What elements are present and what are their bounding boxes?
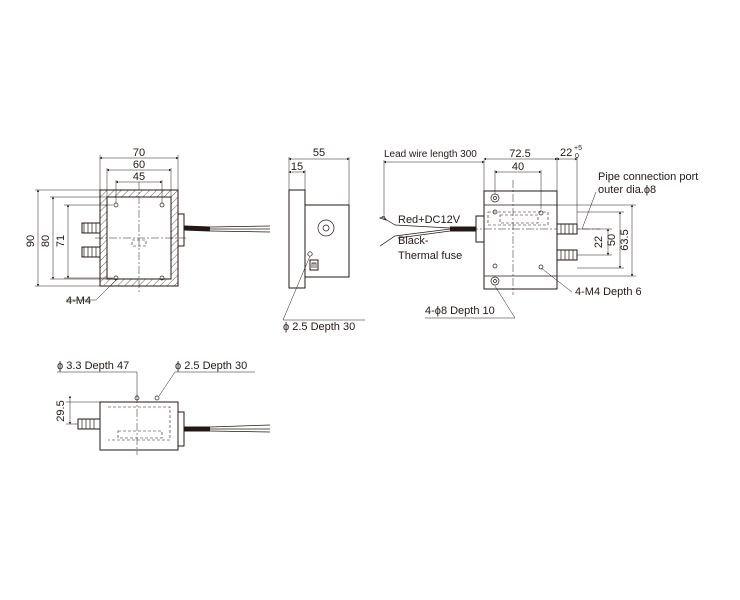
front-cable-gland	[177, 213, 185, 247]
front-pipe-port-top	[81, 222, 101, 234]
side-port-outer	[317, 219, 335, 237]
side-hole-label: ϕ 2.5 Depth 30	[283, 321, 355, 333]
front-dim-60: 60	[133, 159, 145, 171]
bottom-cable-gland	[177, 411, 185, 447]
bottom-view: ϕ 3.3 Depth 47 ϕ 2.5 Depth 30 29.5	[55, 360, 271, 455]
back-dim-40: 40	[512, 161, 524, 173]
front-dim-90: 90	[25, 235, 37, 247]
bottom-dim-29-5: 29.5	[55, 400, 67, 421]
front-view: 70 60 45 90 80 71 4-M4	[25, 147, 271, 307]
front-holes-label: 4-M4	[66, 295, 91, 307]
bottom-housing	[99, 401, 179, 451]
back-lead-wires	[379, 216, 451, 247]
front-cable-jacket	[183, 225, 211, 232]
back-bore-label: 4-ϕ8 Depth 10	[425, 305, 495, 317]
side-dim-15: 15	[291, 161, 303, 173]
front-dim-70: 70	[133, 147, 145, 159]
back-hole-tr	[538, 210, 544, 216]
front-pipe-port-bottom	[81, 246, 101, 258]
back-dim-22-tol-lower: 0	[575, 153, 579, 160]
bottom-hole-2	[154, 395, 160, 401]
back-dim-h-63-5: 63.5	[619, 229, 631, 250]
side-dim-55: 55	[313, 147, 325, 159]
bottom-hole-2-label: ϕ 2.5 Depth 30	[175, 360, 247, 372]
back-dim-22-tol-upper: +5	[574, 145, 582, 152]
back-pipe-port-bottom	[556, 249, 578, 261]
bottom-pipe-port	[77, 418, 101, 430]
front-dim-71: 71	[55, 235, 67, 247]
back-hole-br	[538, 264, 544, 270]
lead-wire-length-label: Lead wire length 300	[384, 149, 477, 160]
wire-red-label: Red+DC12V	[398, 214, 461, 226]
side-view: 55 15 ϕ 2.5 Depth 30	[282, 147, 365, 333]
back-view: Lead wire length 300 72.5 40 22 +5 0 Pip…	[379, 145, 698, 319]
back-holes-label: 4-M4 Depth 6	[575, 286, 642, 298]
back-dim-h-50: 50	[606, 234, 618, 246]
side-port-inner	[322, 224, 330, 232]
front-dim-80: 80	[40, 235, 52, 247]
thermal-fuse-label: Thermal fuse	[398, 250, 462, 262]
back-pipe-port-top	[556, 223, 578, 235]
back-dim-22: 22	[560, 147, 572, 159]
front-lead-wires	[209, 225, 271, 233]
pipe-port-label-2: outer dia.ϕ8	[598, 184, 656, 196]
front-dim-45: 45	[133, 171, 145, 183]
front-hole-br	[159, 275, 165, 281]
back-dim-72-5: 72.5	[509, 148, 530, 160]
bottom-lead-wires	[209, 424, 271, 433]
wire-black-label: Black-	[398, 235, 429, 247]
back-dim-h-22: 22	[593, 236, 605, 248]
back-housing	[483, 190, 558, 290]
pipe-port-label-1: Pipe connection port	[598, 171, 698, 183]
bottom-hole-1-label: ϕ 3.3 Depth 47	[57, 360, 129, 372]
back-bore-bl	[490, 276, 500, 286]
